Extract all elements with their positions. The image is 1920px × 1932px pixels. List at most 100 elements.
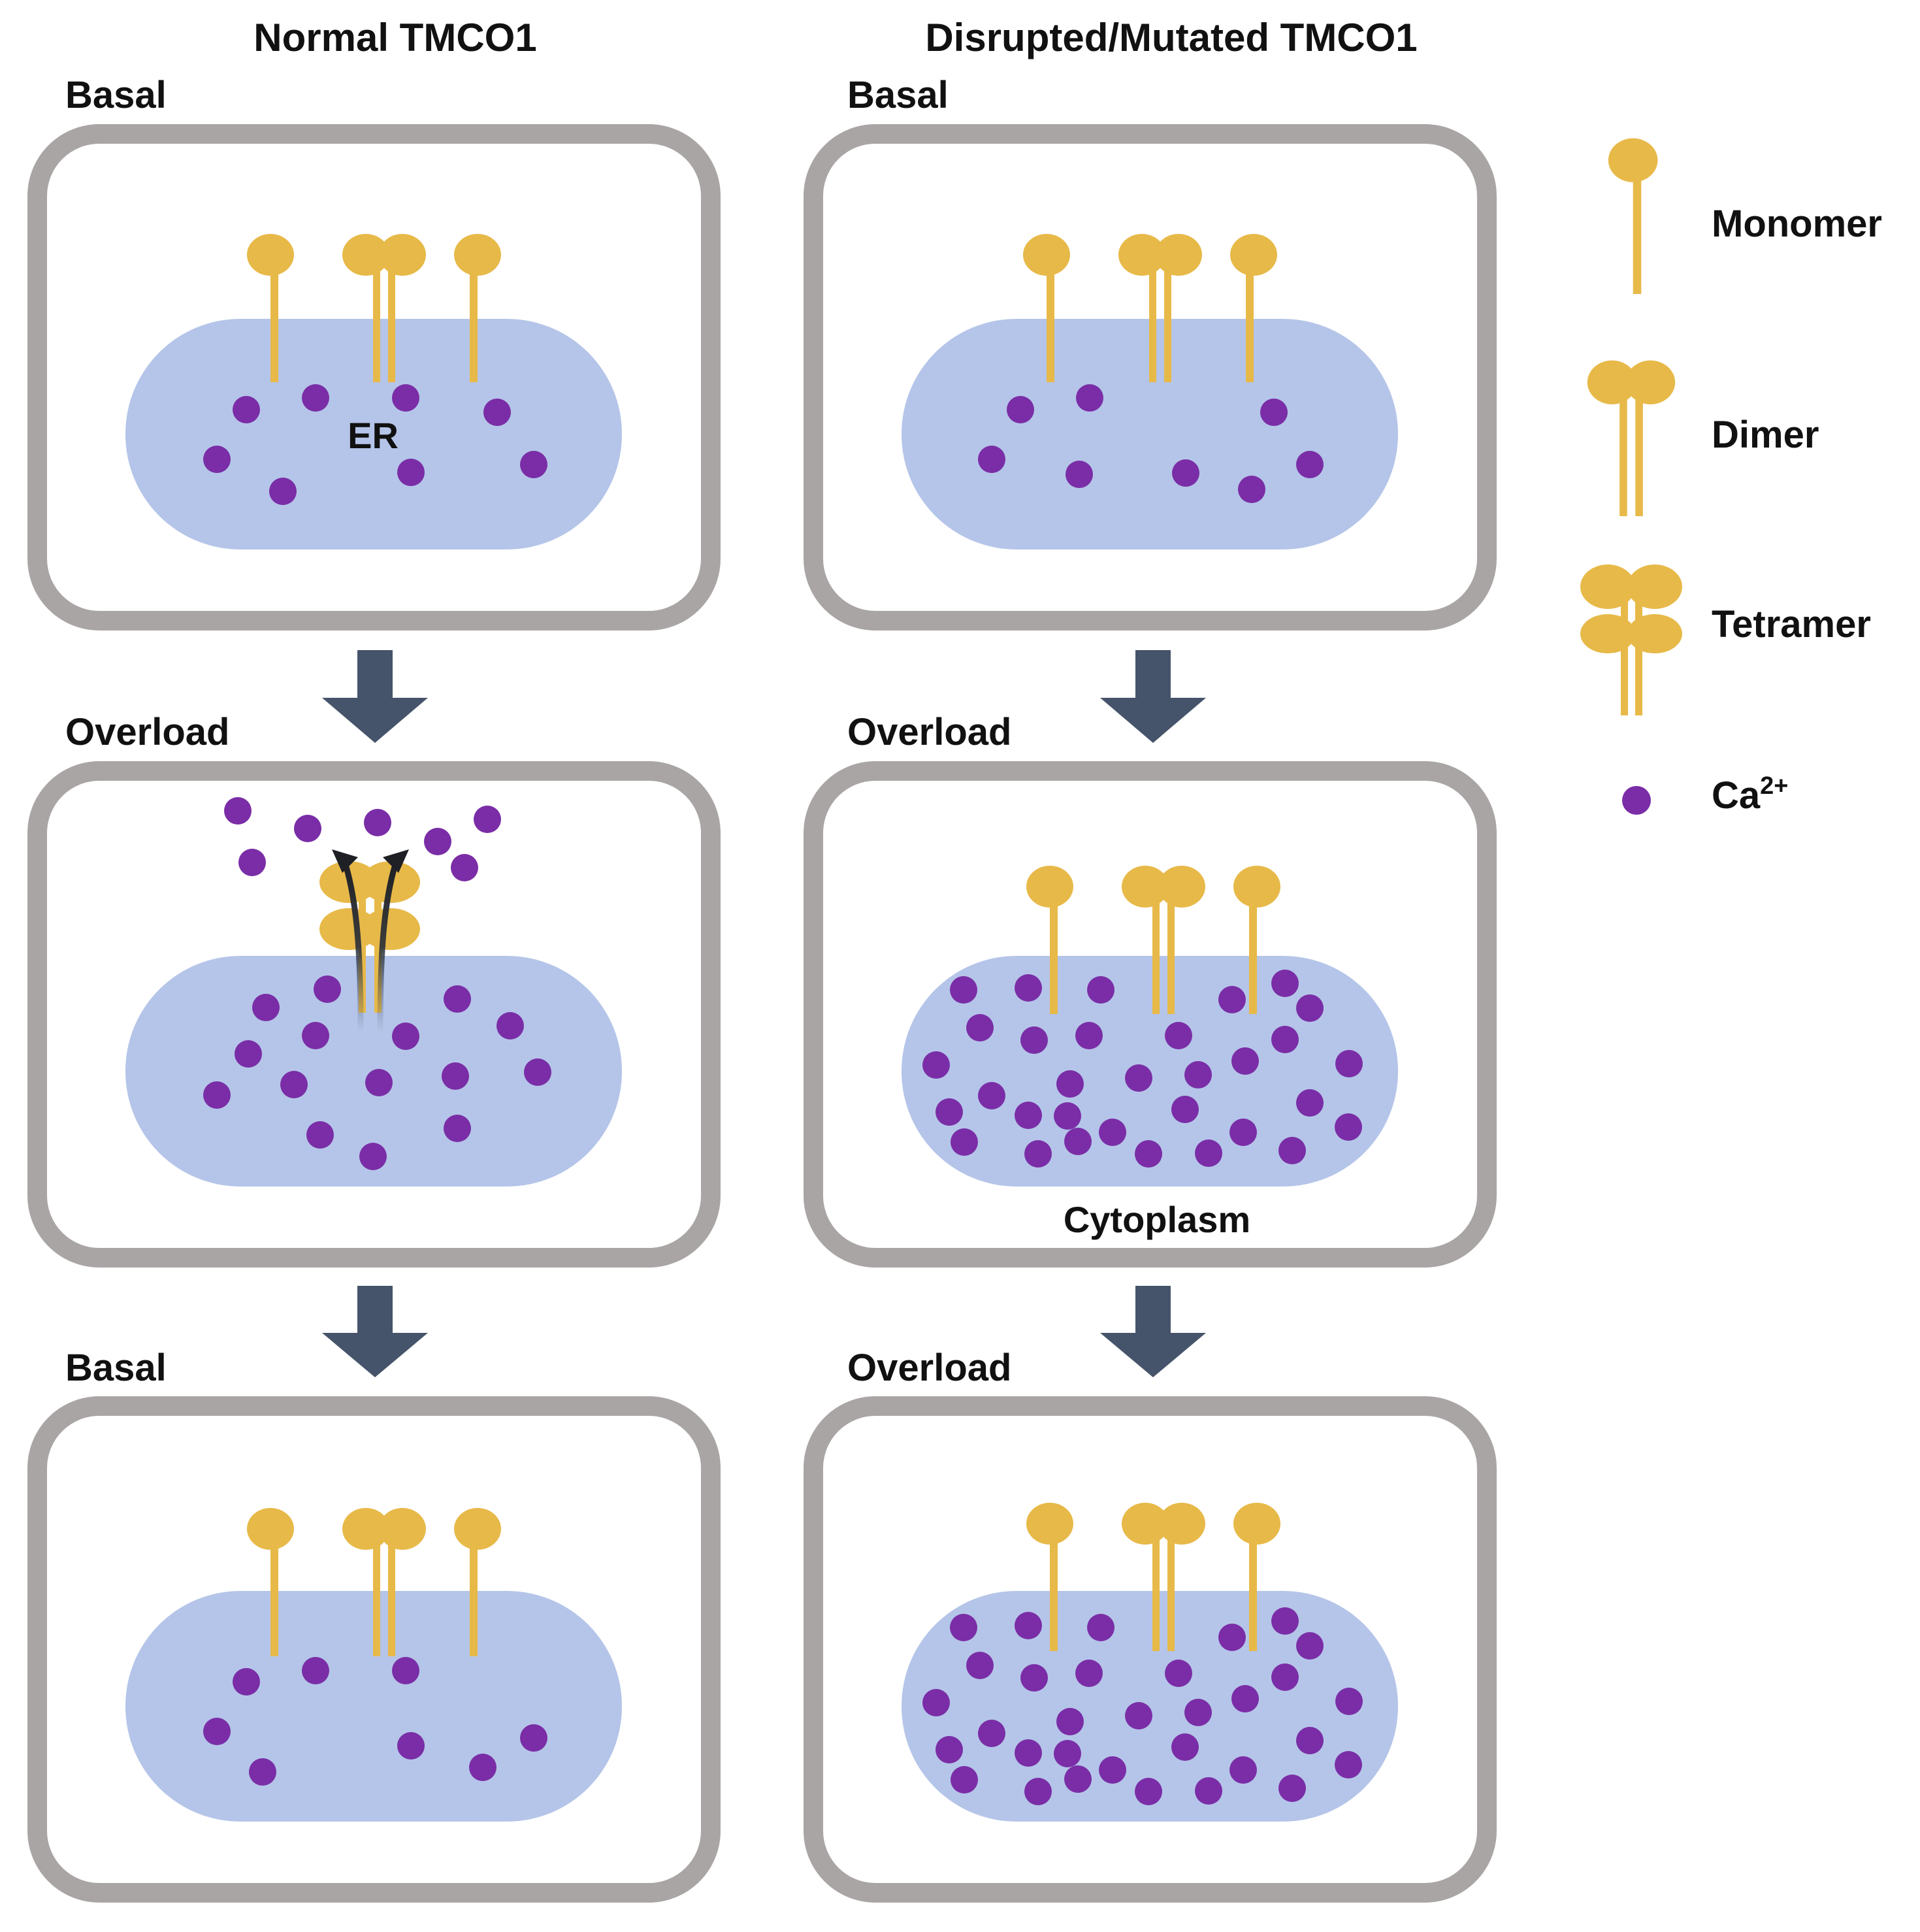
calcium-ion bbox=[1099, 1119, 1126, 1146]
calcium-ion bbox=[1335, 1751, 1362, 1778]
calcium-ion bbox=[424, 828, 451, 855]
calcium-ion bbox=[249, 1758, 276, 1786]
legend-calcium-label: Ca2+ bbox=[1712, 772, 1788, 817]
calcium-ion bbox=[1195, 1777, 1222, 1805]
calcium-ion bbox=[302, 1022, 329, 1049]
er-compartment bbox=[125, 319, 622, 549]
calcium-ion bbox=[1218, 1624, 1246, 1651]
calcium-ion bbox=[233, 396, 260, 423]
legend-calcium-charge: 2+ bbox=[1760, 772, 1788, 800]
calcium-ion bbox=[1184, 1699, 1212, 1726]
calcium-ion bbox=[1195, 1139, 1222, 1167]
calcium-ion bbox=[1165, 1022, 1192, 1049]
calcium-ion bbox=[1024, 1140, 1052, 1168]
calcium-ion bbox=[392, 1657, 419, 1684]
calcium-ion bbox=[496, 1012, 524, 1040]
calcium-ion bbox=[442, 1062, 469, 1090]
calcium-ion bbox=[1238, 476, 1265, 503]
calcium-ion bbox=[1064, 1128, 1092, 1155]
calcium-ion bbox=[359, 1143, 387, 1170]
calcium-ion bbox=[1056, 1070, 1084, 1098]
legend-monomer-icon bbox=[1608, 138, 1658, 294]
legend-calcium-base: Ca bbox=[1712, 774, 1761, 817]
calcium-ion bbox=[1271, 1607, 1299, 1635]
calcium-ion bbox=[1135, 1778, 1162, 1805]
calcium-ion bbox=[978, 446, 1005, 473]
down-arrow bbox=[1100, 1286, 1206, 1377]
calcium-ion bbox=[203, 1718, 231, 1745]
calcium-ion bbox=[444, 985, 471, 1013]
calcium-ion bbox=[1165, 1660, 1192, 1687]
calcium-ion bbox=[306, 1121, 334, 1149]
calcium-ion bbox=[1076, 384, 1103, 412]
calcium-ion bbox=[1271, 1663, 1299, 1691]
calcium-ion bbox=[314, 975, 341, 1003]
calcium-ion bbox=[950, 1614, 977, 1641]
calcium-ion bbox=[1335, 1050, 1363, 1077]
calcium-ion bbox=[978, 1720, 1005, 1747]
down-arrow bbox=[322, 650, 428, 743]
calcium-ion bbox=[1172, 459, 1199, 487]
calcium-ion bbox=[294, 815, 321, 842]
calcium-ion bbox=[451, 854, 478, 881]
calcium-ion bbox=[966, 1652, 994, 1679]
legend-dimer-icon bbox=[1587, 360, 1676, 516]
calcium-ion bbox=[966, 1014, 994, 1041]
calcium-ion bbox=[364, 809, 391, 836]
legend-calcium-icon bbox=[1622, 786, 1651, 815]
calcium-ion bbox=[1087, 976, 1115, 1004]
calcium-ion bbox=[1024, 1778, 1052, 1805]
column-title-mutated: Disrupted/Mutated TMCO1 bbox=[925, 16, 1417, 59]
calcium-ion bbox=[269, 478, 297, 505]
calcium-ion bbox=[1229, 1119, 1257, 1146]
calcium-ion bbox=[280, 1071, 308, 1098]
calcium-ion bbox=[224, 797, 252, 825]
calcium-ion bbox=[1135, 1140, 1162, 1168]
calcium-ion bbox=[922, 1051, 950, 1079]
calcium-ion bbox=[936, 1736, 963, 1763]
calcium-ion bbox=[483, 399, 511, 426]
calcium-ion bbox=[1056, 1708, 1084, 1735]
er-label: ER bbox=[348, 415, 399, 456]
calcium-ion bbox=[1278, 1137, 1306, 1164]
calcium-ion bbox=[1296, 1727, 1324, 1754]
calcium-ion bbox=[1296, 451, 1324, 478]
panel-state-label: Overload bbox=[65, 711, 229, 753]
calcium-ion bbox=[1015, 974, 1042, 1002]
calcium-ion bbox=[203, 446, 231, 473]
calcium-ion bbox=[302, 384, 329, 412]
calcium-ion bbox=[524, 1058, 551, 1086]
calcium-ion bbox=[1054, 1740, 1081, 1767]
calcium-ion bbox=[1335, 1688, 1363, 1715]
calcium-ion bbox=[1020, 1026, 1048, 1054]
calcium-ion bbox=[203, 1081, 231, 1109]
calcium-ion bbox=[1015, 1102, 1042, 1129]
calcium-ion bbox=[1054, 1102, 1081, 1130]
calcium-ion bbox=[252, 994, 280, 1021]
calcium-ion bbox=[1296, 1089, 1324, 1117]
legend-tetramer-label: Tetramer bbox=[1712, 603, 1871, 646]
er-compartment bbox=[125, 1591, 622, 1822]
calcium-ions bbox=[203, 384, 1363, 1805]
calcium-ion bbox=[1015, 1739, 1042, 1767]
calcium-ion bbox=[1335, 1113, 1362, 1141]
calcium-efflux-arrow bbox=[332, 849, 409, 1033]
calcium-ion bbox=[1171, 1733, 1199, 1761]
calcium-ion bbox=[444, 1115, 471, 1142]
calcium-ion bbox=[1271, 1026, 1299, 1053]
calcium-ion bbox=[392, 1023, 419, 1050]
calcium-ion bbox=[235, 1040, 262, 1068]
calcium-ion bbox=[1278, 1775, 1306, 1802]
calcium-ion bbox=[1229, 1756, 1257, 1784]
legend-dimer-label: Dimer bbox=[1712, 414, 1819, 456]
calcium-ion bbox=[469, 1754, 496, 1781]
calcium-ion bbox=[1125, 1702, 1152, 1729]
calcium-ion bbox=[951, 1766, 978, 1793]
panel-state-label: Basal bbox=[65, 1347, 167, 1389]
calcium-ion bbox=[936, 1098, 963, 1126]
calcium-ion bbox=[392, 384, 419, 412]
legend-tetramer-icon bbox=[1580, 565, 1682, 715]
calcium-ion bbox=[1271, 970, 1299, 997]
panel-state-label: Basal bbox=[65, 74, 167, 116]
calcium-ion bbox=[1066, 461, 1093, 488]
